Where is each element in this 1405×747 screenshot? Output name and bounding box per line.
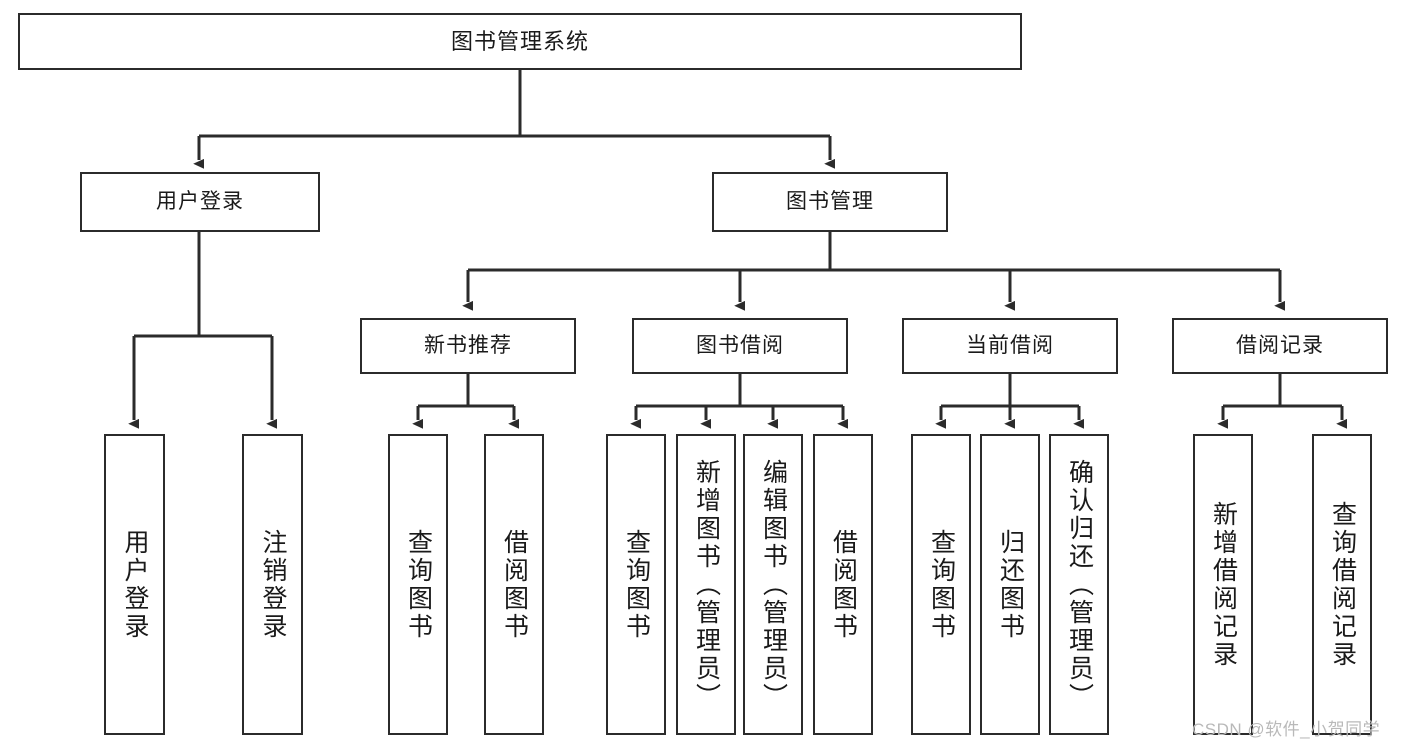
node-label: 新增借阅记录 — [1209, 500, 1238, 669]
leaf-query-book-recommend[interactable]: 查询图书 — [388, 434, 448, 735]
leaf-borrow-book-borrow[interactable]: 借阅图书 — [813, 434, 873, 735]
leaf-query-book-borrow[interactable]: 查询图书 — [606, 434, 666, 735]
node-label: 查询图书 — [927, 528, 956, 641]
node-label: 图书管理系统 — [450, 28, 589, 54]
node-label: 图书管理 — [786, 189, 874, 213]
leaf-logout-login[interactable]: 注销登录 — [242, 434, 303, 735]
leaf-add-borrow-record[interactable]: 新增借阅记录 — [1193, 434, 1253, 735]
node-label: 用户登录 — [156, 189, 244, 213]
leaf-query-book-current[interactable]: 查询图书 — [911, 434, 971, 735]
node-label: 查询图书 — [622, 528, 651, 641]
leaf-user-login[interactable]: 用户登录 — [104, 434, 165, 735]
node-label: 借阅图书 — [500, 528, 529, 641]
node-label: 当前借阅 — [966, 333, 1054, 357]
node-new-book-recommend[interactable]: 新书推荐 — [360, 318, 576, 374]
node-borrow-record[interactable]: 借阅记录 — [1172, 318, 1388, 374]
node-label: 注销登录 — [259, 528, 287, 641]
leaf-add-book-admin[interactable]: 新增图书（管理员） — [676, 434, 736, 735]
node-label: 编辑图书（管理员） — [759, 458, 788, 711]
leaf-confirm-return-admin[interactable]: 确认归还（管理员） — [1049, 434, 1109, 735]
node-label: 归还图书 — [996, 528, 1025, 641]
leaf-return-book[interactable]: 归还图书 — [980, 434, 1040, 735]
node-current-borrow[interactable]: 当前借阅 — [902, 318, 1118, 374]
node-label: 确认归还（管理员） — [1065, 458, 1094, 711]
node-book-management[interactable]: 图书管理 — [712, 172, 948, 232]
node-label: 用户登录 — [121, 528, 149, 641]
node-book-borrow[interactable]: 图书借阅 — [632, 318, 848, 374]
node-label: 新增图书（管理员） — [692, 458, 721, 711]
node-label: 借阅图书 — [829, 528, 858, 641]
node-label: 新书推荐 — [424, 333, 512, 357]
node-label: 查询借阅记录 — [1328, 500, 1357, 669]
leaf-borrow-book-recommend[interactable]: 借阅图书 — [484, 434, 544, 735]
leaf-query-borrow-record[interactable]: 查询借阅记录 — [1312, 434, 1372, 735]
node-label: 图书借阅 — [696, 333, 784, 357]
watermark-text: CSDN @软件_小贺同学 — [1192, 720, 1381, 739]
node-label: 查询图书 — [404, 528, 433, 641]
node-label: 借阅记录 — [1236, 333, 1324, 357]
node-root-book-management-system[interactable]: 图书管理系统 — [18, 13, 1022, 70]
node-user-login[interactable]: 用户登录 — [80, 172, 320, 232]
leaf-edit-book-admin[interactable]: 编辑图书（管理员） — [743, 434, 803, 735]
